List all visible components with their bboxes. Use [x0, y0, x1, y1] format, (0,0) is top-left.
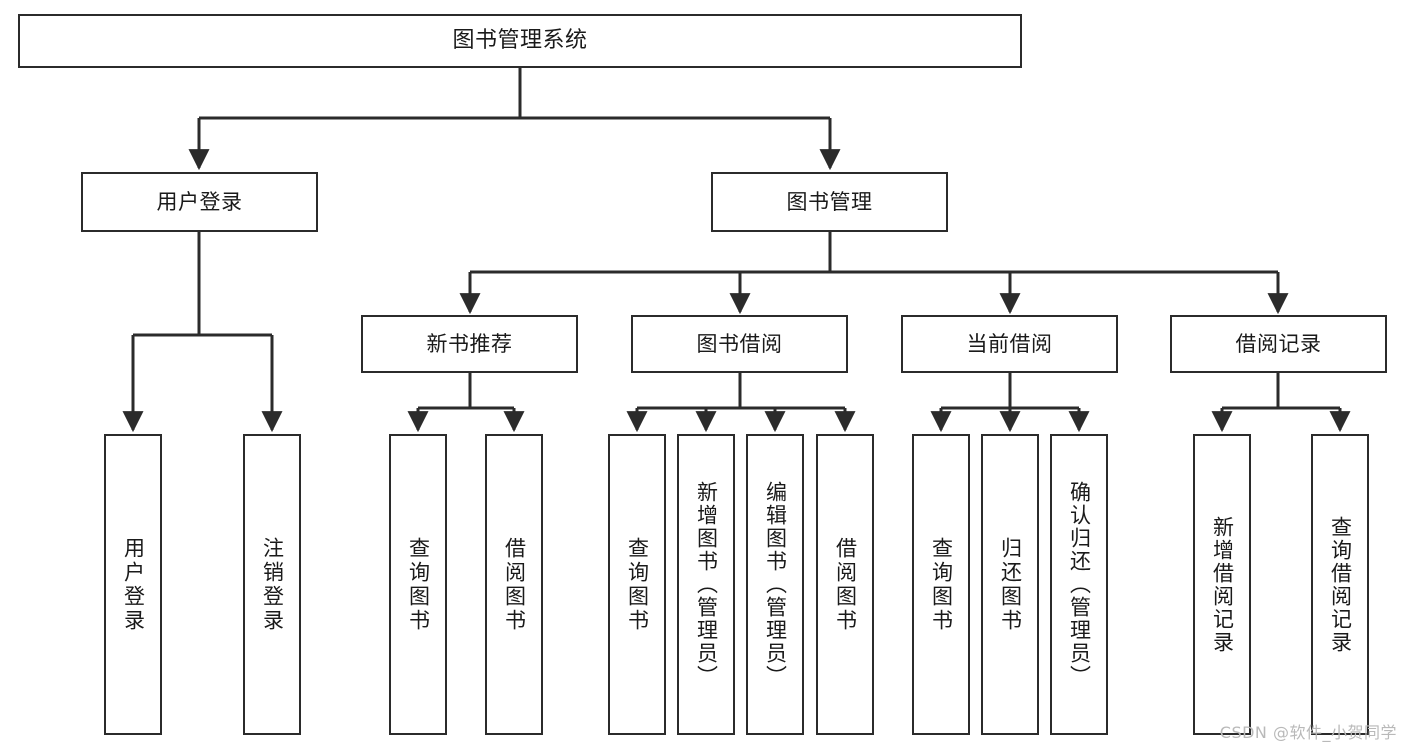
leaf-record-query-record[interactable]: 查询借阅记录: [1311, 434, 1369, 735]
leaf-current-query-book[interactable]: 查询图书: [912, 434, 970, 735]
node-label: 用户登录: [121, 536, 146, 633]
leaf-recommend-borrow-book[interactable]: 借阅图书: [485, 434, 543, 735]
leaf-user-login-signout[interactable]: 注销登录: [243, 434, 301, 735]
node-label: 图书管理系统: [452, 28, 588, 54]
node-label: 借阅图书: [502, 536, 527, 633]
leaf-recommend-query-book[interactable]: 查询图书: [389, 434, 447, 735]
node-label: 编辑图书（管理员）: [763, 481, 788, 688]
node-label: 新增借阅记录: [1210, 515, 1235, 654]
node-current-borrow[interactable]: 当前借阅: [901, 315, 1118, 373]
leaf-borrow-add-book-admin[interactable]: 新增图书（管理员）: [677, 434, 735, 735]
node-label: 查询借阅记录: [1328, 515, 1353, 654]
leaf-user-login-signin[interactable]: 用户登录: [104, 434, 162, 735]
node-label: 借阅记录: [1235, 331, 1322, 356]
node-label: 当前借阅: [966, 331, 1053, 356]
node-label: 归还图书: [998, 536, 1023, 633]
node-label: 注销登录: [260, 536, 285, 633]
csdn-watermark: CSDN @软件_小贺同学: [1219, 723, 1397, 742]
node-label: 确认归还（管理员）: [1067, 481, 1092, 688]
node-label: 新增图书（管理员）: [694, 481, 719, 688]
node-new-book-recommend[interactable]: 新书推荐: [361, 315, 578, 373]
node-label: 新书推荐: [426, 331, 513, 356]
node-book-management[interactable]: 图书管理: [711, 172, 948, 232]
node-label: 查询图书: [625, 536, 650, 633]
leaf-record-add-record[interactable]: 新增借阅记录: [1193, 434, 1251, 735]
node-label: 图书借阅: [696, 331, 783, 356]
node-book-borrow[interactable]: 图书借阅: [631, 315, 848, 373]
node-user-login[interactable]: 用户登录: [81, 172, 318, 232]
leaf-borrow-borrow-book[interactable]: 借阅图书: [816, 434, 874, 735]
node-label: 查询图书: [929, 536, 954, 633]
node-label: 借阅图书: [833, 536, 858, 633]
leaf-current-return-book[interactable]: 归还图书: [981, 434, 1039, 735]
node-label: 用户登录: [156, 189, 243, 214]
node-borrow-record[interactable]: 借阅记录: [1170, 315, 1387, 373]
node-root-system[interactable]: 图书管理系统: [18, 14, 1022, 68]
leaf-current-confirm-return-admin[interactable]: 确认归还（管理员）: [1050, 434, 1108, 735]
node-label: 图书管理: [786, 189, 873, 214]
leaf-borrow-edit-book-admin[interactable]: 编辑图书（管理员）: [746, 434, 804, 735]
node-label: 查询图书: [406, 536, 431, 633]
leaf-borrow-query-book[interactable]: 查询图书: [608, 434, 666, 735]
